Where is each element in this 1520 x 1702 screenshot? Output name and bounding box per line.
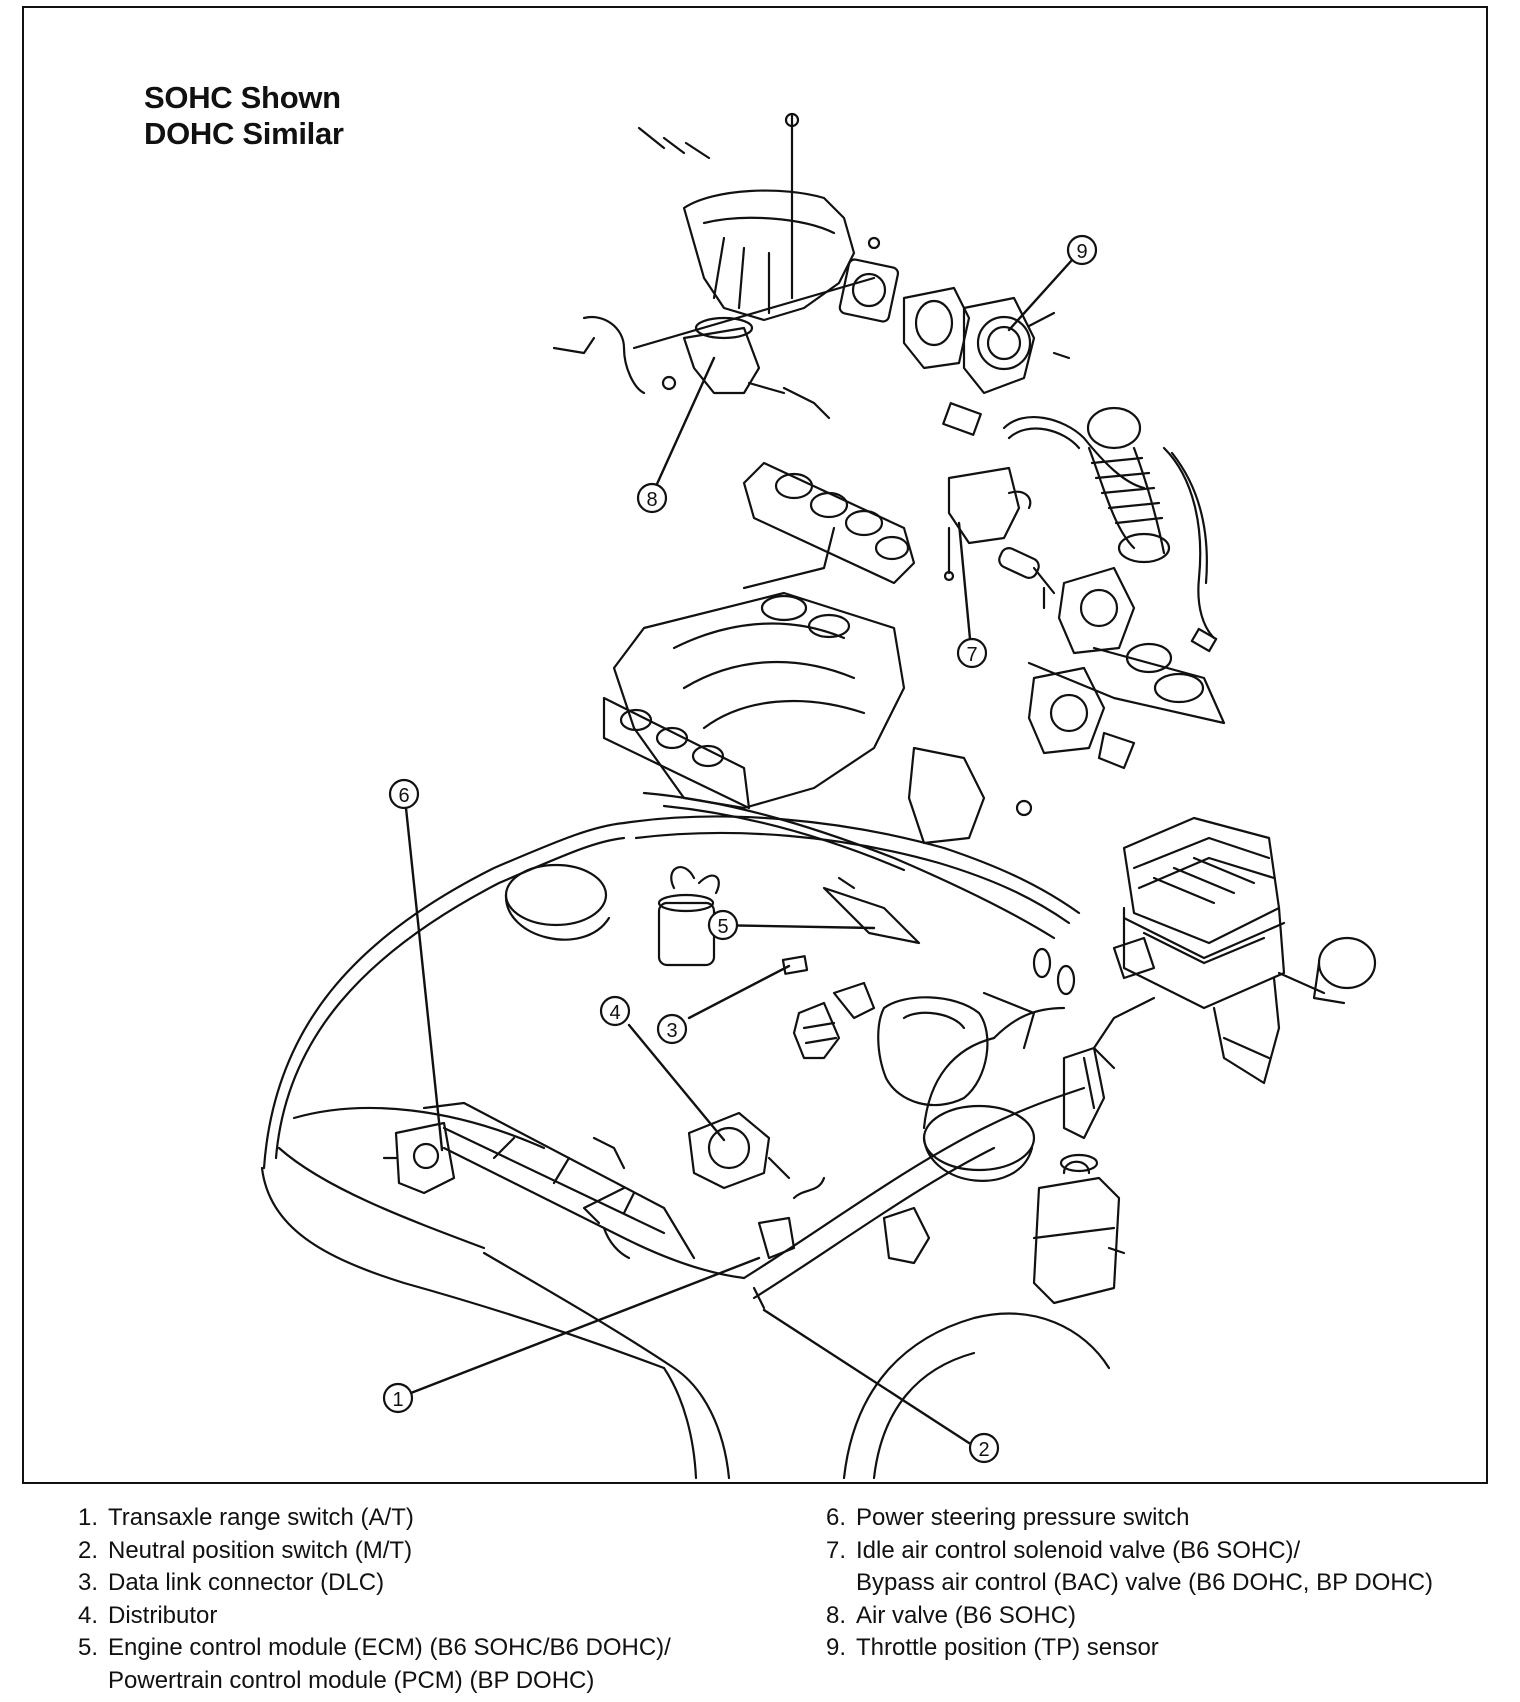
legend-num: 9. (825, 1634, 846, 1661)
callout-6: 6 (388, 778, 420, 810)
legend-item-7: 7. Idle air control solenoid valve (B6 SO… (808, 1535, 1433, 1568)
callout-7: 7 (956, 637, 988, 669)
callout-3-label: 3 (666, 1020, 677, 1042)
diagram-title: SOHC Shown DOHC Similar (144, 80, 344, 152)
callout-8-label: 8 (646, 489, 657, 511)
legend-left-column: 1. Transaxle range switch (A/T) 2. Neutral… (60, 1502, 671, 1697)
legend-text: Air valve (B6 SOHC) (856, 1601, 1077, 1629)
distributor-part (687, 1001, 841, 1190)
air-cleaner (1092, 816, 1377, 1085)
callout-5-label: 5 (717, 916, 728, 938)
leader-lines (396, 258, 1074, 1445)
intake-manifold-gasket (742, 461, 916, 585)
legend-num: 7. (825, 1536, 846, 1564)
legend-item-8: 8. Air valve (B6 SOHC) (808, 1600, 1433, 1633)
legend-num: 5. (77, 1634, 98, 1661)
vehicle-body (260, 791, 1111, 1480)
callout-5: 5 (707, 909, 739, 941)
callouts: 1 2 3 4 5 6 7 8 9 (382, 234, 1098, 1464)
legend-text: Data link connector (DLC) (108, 1569, 385, 1596)
legend-text: Power steering pressure switch (856, 1504, 1190, 1531)
legend-text: Neutral position switch (M/T) (108, 1536, 413, 1564)
air-flow-meter (1027, 566, 1226, 770)
diagram-frame: 1 2 3 4 5 6 7 8 9 SOHC Shown DOHC Simila… (22, 6, 1488, 1484)
sensor-parts (582, 1136, 931, 1310)
callout-2-label: 2 (978, 1439, 989, 1461)
legend-right-column: 6. Power steering pressure switch 7. Idle … (808, 1502, 1433, 1665)
legend-item-2: 2. Neutral position switch (M/T) (60, 1535, 671, 1568)
legend-text: Distributor (108, 1601, 218, 1629)
legend-num: 6. (825, 1504, 846, 1531)
legend-item-3: 3. Data link connector (DLC) (60, 1567, 671, 1600)
legend-num: 3. (77, 1569, 98, 1596)
legend-text: Throttle position (TP) sensor (856, 1634, 1159, 1661)
dlc-part (781, 955, 809, 975)
title-line-1: SOHC Shown (144, 80, 341, 115)
callout-2: 2 (968, 1432, 1000, 1464)
title-line-2: DOHC Similar (144, 116, 344, 151)
callout-7-label: 7 (966, 644, 977, 666)
legend-text: Engine control module (ECM) (B6 SOHC/B6 … (108, 1634, 671, 1661)
callout-4: 4 (599, 995, 631, 1027)
callout-3: 3 (656, 1013, 688, 1045)
callout-4-label: 4 (609, 1002, 620, 1024)
legend-text: Idle air control solenoid valve (B6 SOHC… (856, 1536, 1301, 1564)
ps-pressure-switch-part (382, 1121, 456, 1195)
legend-num: 4. (77, 1601, 98, 1629)
coolant-reservoir (1032, 1160, 1126, 1305)
air-hose (1002, 406, 1218, 653)
intake-duct (1059, 1046, 1106, 1173)
callout-1-label: 1 (392, 1389, 403, 1411)
callout-9-label: 9 (1076, 241, 1087, 263)
throttle-body (902, 286, 1071, 436)
legend-item-9: 9. Throttle position (TP) sensor (808, 1632, 1433, 1665)
legend-num: 8. (825, 1601, 846, 1629)
legend-text: Transaxle range switch (A/T) (108, 1504, 414, 1531)
callout-1: 1 (382, 1382, 414, 1414)
legend-item-5-continued: Powertrain control module (PCM) (BP DOHC… (108, 1666, 595, 1694)
legend-item-4: 4. Distributor (60, 1600, 671, 1633)
legend-item-6: 6. Power steering pressure switch (808, 1502, 1433, 1535)
legend-num: 2. (77, 1536, 98, 1564)
callout-6-label: 6 (398, 785, 409, 807)
legend-item-7-continued: Bypass air control (BAC) valve (B6 DOHC,… (856, 1569, 1434, 1596)
intake-manifold (602, 526, 1033, 845)
legend-item-5: 5. Engine control module (ECM) (B6 SOHC/B… (60, 1632, 671, 1665)
air-valve-assembly (552, 276, 876, 420)
engine-bay-illustration: 1 2 3 4 5 6 7 8 9 (260, 112, 1377, 1480)
legend-item-1: 1. Transaxle range switch (A/T) (60, 1502, 671, 1535)
callout-9: 9 (1066, 234, 1098, 266)
iac-valve (943, 466, 1056, 610)
intake-plenum (637, 112, 900, 323)
legend-num: 1. (77, 1504, 98, 1531)
brake-booster (832, 981, 1036, 1107)
callout-8: 8 (636, 482, 668, 514)
ecm-part (657, 866, 921, 967)
